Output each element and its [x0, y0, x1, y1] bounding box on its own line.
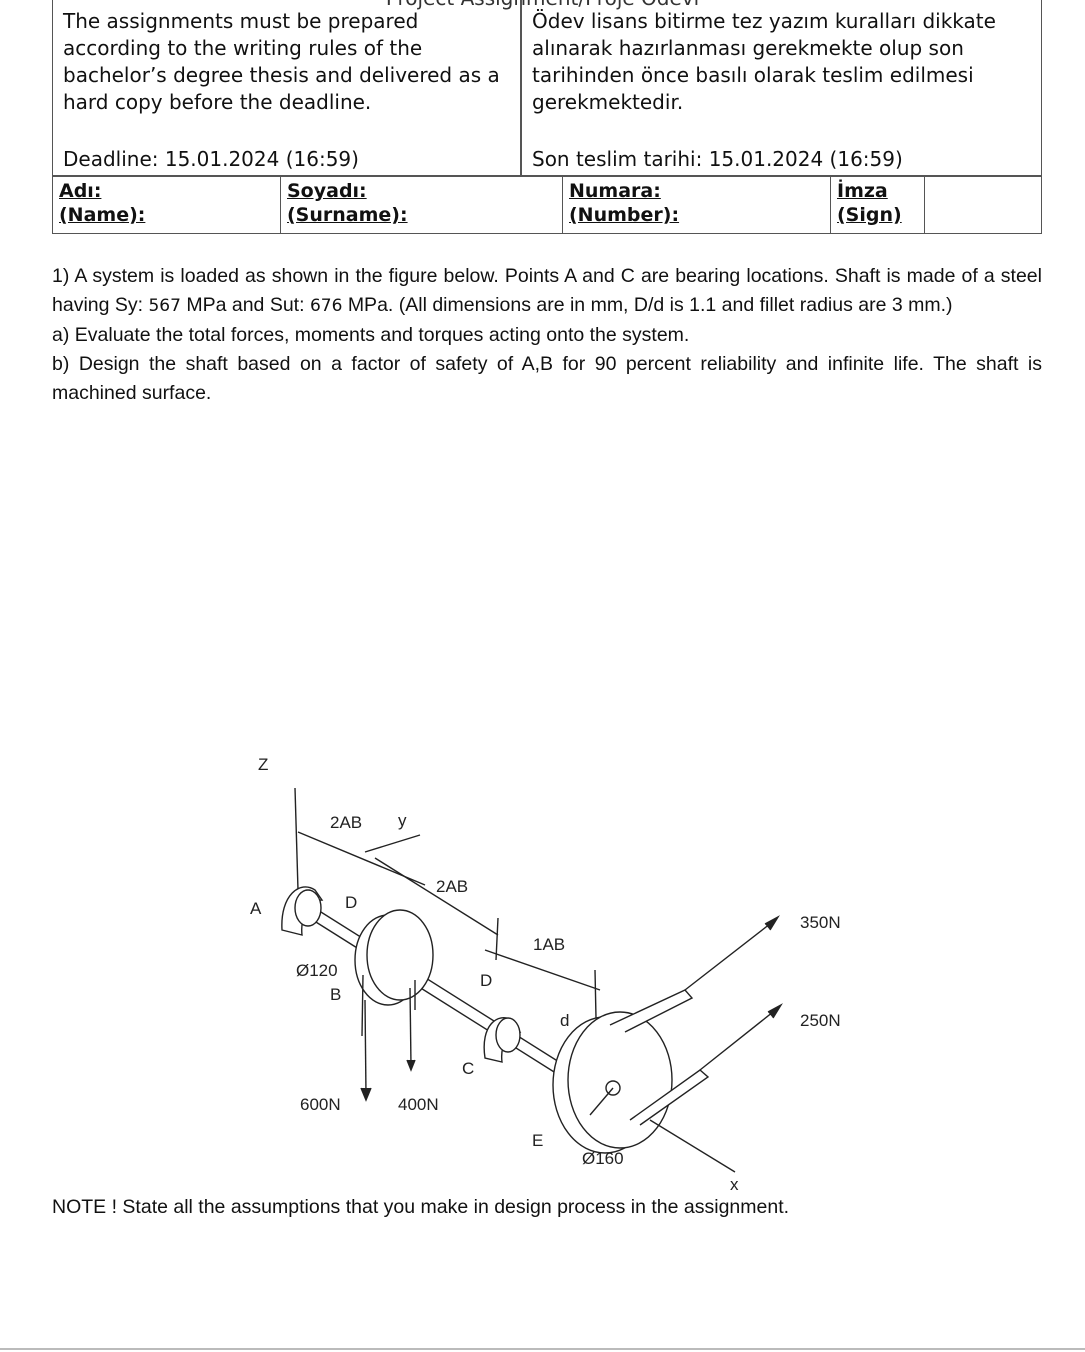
- point-b-label: B: [330, 985, 341, 1004]
- number-field[interactable]: Numara: (Number):: [563, 177, 831, 233]
- english-instructions-text: The assignments must be prepared accordi…: [63, 9, 500, 114]
- name-label-en: (Name):: [59, 204, 146, 226]
- design-note: NOTE ! State all the assumptions that yo…: [52, 1196, 790, 1218]
- force-250-label: 250N: [800, 1011, 841, 1030]
- problem-intro: 1) A system is loaded as shown in the fi…: [52, 262, 1042, 321]
- point-c-label: C: [462, 1059, 474, 1078]
- force-250-line: [699, 1007, 779, 1071]
- assignment-info-table: The assignments must be prepared accordi…: [52, 0, 1042, 234]
- problem-statement: 1) A system is loaded as shown in the fi…: [52, 262, 1042, 408]
- dim-1ab-label: 1AB: [533, 935, 565, 954]
- axis-x-label: x: [730, 1175, 739, 1194]
- force-350-arrowhead: [764, 915, 780, 931]
- problem-intro-text-2: MPa and Sut:: [186, 294, 305, 316]
- label-d-upper-1: D: [345, 893, 357, 912]
- bearing-a-face: [294, 889, 322, 927]
- point-a-label: A: [250, 899, 262, 918]
- surname-label-tr: Soyadı:: [287, 180, 367, 202]
- english-instructions-cell: The assignments must be prepared accordi…: [52, 0, 521, 176]
- force-400-label: 400N: [398, 1095, 439, 1114]
- name-field[interactable]: Adı: (Name):: [53, 177, 281, 233]
- problem-intro-text: 1) A system is loaded as shown in the fi…: [52, 265, 1042, 316]
- problem-part-b: b) Design the shaft based on a factor of…: [52, 353, 1042, 404]
- belt-e-upper: [609, 989, 694, 1033]
- dimension-line-1ab: [484, 949, 601, 991]
- problem-intro-text-3: MPa. (All dimensions are in mm, D/d is 1…: [347, 294, 953, 316]
- shaft-lower-edge: [299, 911, 571, 1083]
- z-axis-line: [294, 787, 299, 891]
- problem-part-a: a) Evaluate the total forces, moments an…: [52, 324, 690, 346]
- surname-label-en: (Surname):: [287, 204, 408, 226]
- force-350-label: 350N: [800, 913, 841, 932]
- pulley-e-radius: [589, 1087, 614, 1116]
- sign-label-tr: İmza: [837, 180, 888, 202]
- belt-b-left: [361, 974, 364, 1037]
- belt-e-lower: [629, 1069, 710, 1126]
- force-400-arrow: [409, 987, 412, 1067]
- force-400-arrowhead: [406, 1059, 416, 1072]
- axis-y-label: y: [398, 811, 407, 830]
- sy-value: 567: [148, 296, 181, 316]
- shaft-loading-figure: Z 2AB y 2AB A D 1AB Ø120 B D d C 600N 40…: [250, 755, 841, 1194]
- dim-2ab-mid-label: 2AB: [436, 877, 468, 896]
- pulley-b-face: [366, 909, 434, 1001]
- force-600-label: 600N: [300, 1095, 341, 1114]
- dia-160-label: Ø160: [582, 1149, 624, 1168]
- sut-value: 676: [309, 296, 343, 316]
- y-axis-line: [364, 834, 421, 853]
- shaft-upper-edge: [304, 901, 576, 1073]
- bearing-c-face: [495, 1017, 521, 1053]
- page-bottom-divider: [0, 1348, 1085, 1350]
- sign-blank-cell[interactable]: [925, 177, 1041, 233]
- number-label-tr: Numara:: [569, 180, 661, 202]
- surname-field[interactable]: Soyadı: (Surname):: [281, 177, 563, 233]
- sign-field[interactable]: İmza (Sign): [831, 177, 925, 233]
- english-deadline: Deadline: 15.01.2024 (16:59): [63, 147, 359, 171]
- x-axis-line: [649, 1119, 736, 1173]
- pulley-e-face: [567, 1011, 673, 1149]
- dimension-tick-mid: [495, 917, 499, 961]
- number-label-en: (Number):: [569, 204, 680, 226]
- dia-120-label: Ø120: [296, 961, 338, 980]
- student-info-row: Adı: (Name): Soyadı: (Surname): Numara: …: [52, 176, 1042, 234]
- dimension-line-2ab-mid: [374, 857, 499, 936]
- page-header-title: Project Assignment/Proje Ödevi: [0, 0, 1085, 10]
- turkish-deadline: Son teslim tarihi: 15.01.2024 (16:59): [532, 147, 903, 171]
- turkish-instructions-cell: Ödev lisans bitirme tez yazım kuralları …: [521, 0, 1042, 176]
- label-d-upper-2: D: [480, 971, 492, 990]
- point-e-label: E: [532, 1131, 543, 1150]
- axis-z-label: Z: [258, 755, 268, 774]
- name-label-tr: Adı:: [59, 180, 102, 202]
- sign-label-en: (Sign): [837, 204, 902, 226]
- dimension-tick-right: [594, 969, 597, 1019]
- force-350-line: [684, 919, 776, 991]
- force-250-arrowhead: [767, 1003, 783, 1019]
- force-600-arrow: [364, 999, 367, 1096]
- force-600-arrowhead: [360, 1087, 372, 1102]
- turkish-instructions-text: Ödev lisans bitirme tez yazım kuralları …: [532, 9, 996, 114]
- label-d-lower: d: [560, 1011, 569, 1030]
- dim-2ab-top-label: 2AB: [330, 813, 362, 832]
